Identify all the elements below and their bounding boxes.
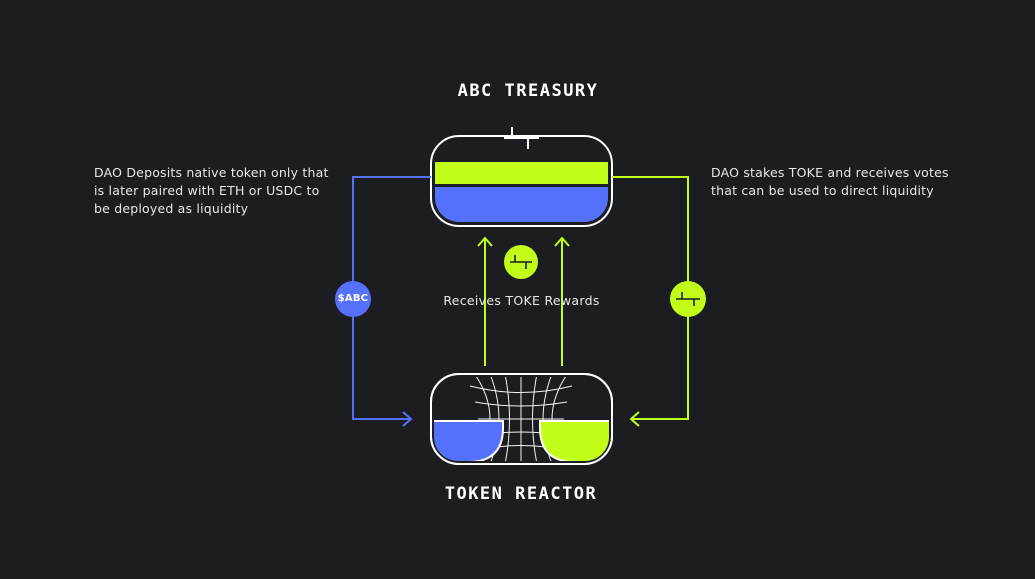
left-description-line: be deployed as liquidity [94, 201, 249, 216]
left-description-line: DAO Deposits native token only that [94, 165, 329, 180]
treasury-blue-fill [435, 187, 608, 222]
reward-arrow-right [554, 236, 570, 366]
abc-token-badge [335, 281, 371, 317]
treasury-title: ABC TREASURY [457, 81, 599, 101]
reactor-grid [469, 377, 573, 461]
reward-arrow-left [477, 236, 493, 366]
reactor-lime-bowl [539, 420, 609, 461]
right-description-line: DAO stakes TOKE and receives votes [711, 165, 949, 180]
treasury-lime-fill [435, 162, 608, 184]
treasury-tank [430, 127, 613, 227]
toke-center-icon [504, 245, 538, 279]
reactor-tank [430, 373, 613, 465]
left-description: DAO Deposits native token only that is l… [94, 164, 329, 218]
right-description: DAO stakes TOKE and receives votes that … [711, 164, 949, 200]
toke-right-icon [670, 281, 706, 317]
reactor-title: TOKEN REACTOR [444, 484, 598, 504]
treasury-top-icon [504, 127, 539, 149]
abc-badge-label: $ABC [337, 293, 369, 304]
rewards-caption: Receives TOKE Rewards [443, 293, 600, 308]
left-description-line: is later paired with ETH or USDC to [94, 183, 320, 198]
reactor-blue-bowl [434, 420, 504, 461]
right-description-line: that can be used to direct liquidity [711, 183, 934, 198]
